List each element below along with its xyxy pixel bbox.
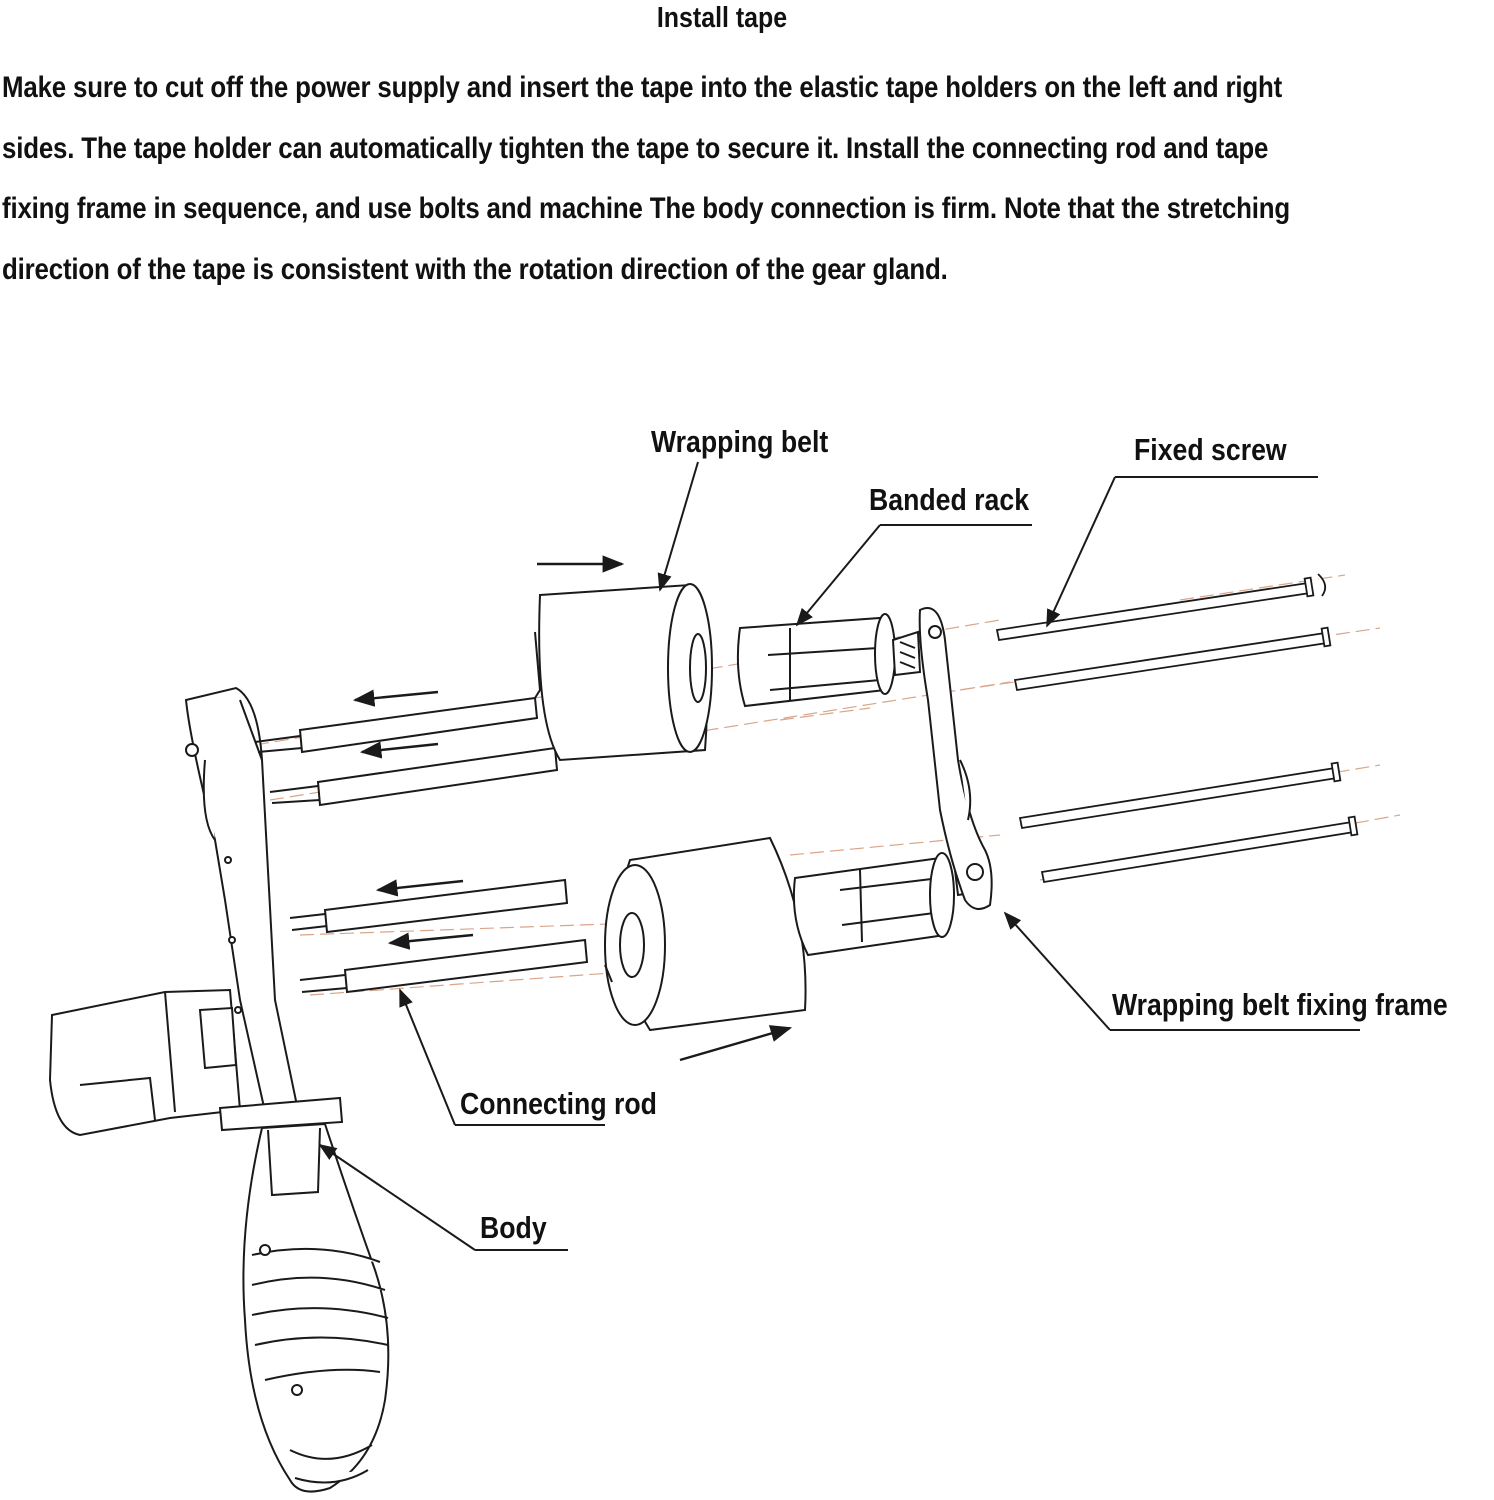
connecting-rods-upper <box>254 696 559 807</box>
instruction-line: sides. The tape holder can automatically… <box>2 131 1269 165</box>
instruction-line: Make sure to cut off the power supply an… <box>2 71 1283 104</box>
connecting-rods-lower <box>289 878 589 994</box>
label-wrapping-belt-fixing-frame: Wrapping belt fixing frame <box>1112 987 1448 1022</box>
fixed-screws <box>995 573 1359 884</box>
machine-body <box>48 686 390 1493</box>
label-connecting-rod: Connecting rod <box>460 1086 657 1121</box>
label-fixed-screw: Fixed screw <box>1134 432 1287 467</box>
lower-banded-rack <box>792 852 980 957</box>
label-banded-rack: Banded rack <box>869 482 1030 517</box>
fixing-frame <box>918 607 993 910</box>
instruction-line: fixing frame in sequence, and use bolts … <box>2 192 1291 225</box>
label-wrapping-belt: Wrapping belt <box>651 424 829 459</box>
instruction-line: direction of the tape is consistent with… <box>2 252 948 286</box>
upper-tape-roll <box>534 583 713 762</box>
label-body: Body <box>480 1210 547 1245</box>
page-title: Install tape <box>656 2 788 34</box>
lower-tape-roll <box>604 836 807 1032</box>
instruction-paragraph: Make sure to cut off the power supply an… <box>2 58 1467 300</box>
upper-banded-rack <box>736 613 922 708</box>
label-leaders <box>318 461 1360 1251</box>
direction-arrows <box>352 555 793 1062</box>
